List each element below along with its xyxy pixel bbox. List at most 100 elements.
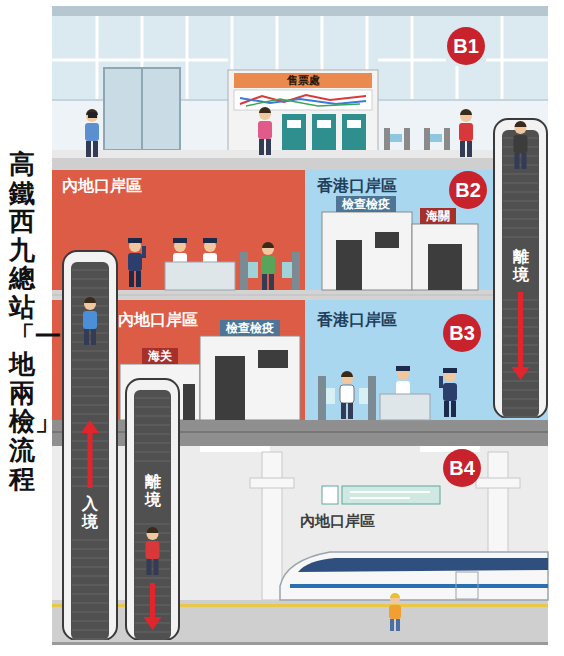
checkpoint-building — [375, 232, 399, 248]
title-column: 高鐵西九總站「一地兩檢」流程 — [9, 150, 35, 493]
escalator-step — [72, 549, 108, 550]
fare-gates — [384, 128, 390, 152]
escalator-step — [72, 612, 108, 613]
checkpoint-building — [322, 212, 478, 290]
floor-slab — [52, 290, 548, 300]
traveller-figure — [262, 242, 274, 248]
traveller-figure — [85, 123, 99, 141]
checkpoint-building — [258, 350, 288, 368]
floor-label: B3 — [449, 323, 475, 343]
fare-gates — [444, 128, 450, 152]
ticket-office — [228, 70, 378, 152]
traveller-figure — [91, 329, 96, 345]
traveller-figure — [460, 110, 472, 122]
zone-heading: 內地口岸區 — [118, 310, 198, 331]
traveller-figure — [146, 541, 160, 559]
escalator-step — [72, 621, 108, 622]
escalator-belt — [71, 262, 109, 640]
direction-arrow — [512, 367, 530, 380]
escalator-shape — [62, 250, 118, 640]
child-figure — [389, 605, 401, 619]
inspection-desk — [380, 394, 430, 420]
fare-gates — [424, 128, 430, 152]
traveller-figure — [515, 122, 527, 134]
checkpoint-building — [120, 336, 300, 420]
checkpoint-building — [120, 364, 200, 420]
direction-arrow — [512, 292, 530, 380]
escalator-step — [72, 558, 108, 559]
escalator-step — [135, 407, 170, 408]
inspection-desk — [165, 262, 235, 290]
floor-slab — [52, 158, 548, 170]
b1-glass-hall — [378, 59, 446, 62]
checkpoint-building — [428, 244, 462, 290]
floor-label: B4 — [449, 458, 475, 478]
traveller-figure — [86, 141, 91, 157]
b1-glass-hall — [501, 16, 504, 100]
escalator-step — [72, 630, 108, 631]
child-figure — [390, 619, 394, 631]
b1-glass-hall — [411, 16, 414, 100]
escalator-step — [503, 183, 538, 184]
b1-glass-hall — [486, 59, 548, 62]
traveller-figure — [340, 371, 354, 419]
escalator-step — [135, 569, 170, 570]
zone-heading: 香港口岸區 — [317, 176, 397, 197]
officer-figure — [173, 238, 187, 243]
escalator-step — [135, 398, 170, 399]
escalator-step — [135, 632, 170, 633]
direction-arrow — [518, 292, 523, 370]
officer-figure — [128, 238, 146, 287]
sign-text: 海关 — [148, 350, 172, 362]
checkpoint-building — [336, 240, 362, 290]
officer-figure — [128, 238, 142, 243]
fare-gates — [430, 134, 442, 142]
escalator-step — [72, 603, 108, 604]
b4-platform — [250, 478, 294, 488]
b4-platform — [322, 486, 338, 504]
traveller-figure — [84, 329, 89, 345]
high-speed-train — [280, 552, 548, 600]
b4-platform — [350, 497, 410, 499]
traveller-figure — [84, 297, 96, 303]
escalator-step — [72, 342, 108, 343]
direction-label: 入境 — [82, 495, 98, 530]
traveller-figure — [258, 107, 272, 155]
escalator-step — [135, 578, 170, 579]
officer-figure — [443, 383, 457, 401]
traveller-figure — [84, 298, 96, 310]
escalator-step — [72, 396, 108, 397]
ticket-office — [312, 114, 336, 152]
floor-slab — [52, 295, 548, 296]
traveller-figure — [147, 527, 159, 533]
fare-gates — [404, 128, 410, 152]
b1-glass-hall — [104, 68, 180, 150]
escalator-step — [503, 210, 538, 211]
sign-text: 檢查檢疫 — [226, 322, 274, 334]
traveller-figure — [86, 110, 98, 122]
traveller-figure — [269, 274, 274, 290]
floor-label: B2 — [455, 180, 481, 200]
escalator: 入境 — [62, 250, 118, 640]
escalator-step — [503, 408, 538, 409]
checkpoint-sign: 檢查檢疫 — [220, 320, 280, 336]
escalator-step — [72, 378, 108, 379]
escalator-step — [503, 174, 538, 175]
escalator-balustrade — [126, 379, 179, 640]
e-channel-gates — [359, 388, 368, 404]
escalator-step — [72, 567, 108, 568]
floor-badge: B3 — [443, 314, 481, 352]
escalator-step — [503, 219, 538, 220]
officer-figure — [443, 368, 457, 373]
high-speed-train — [456, 572, 478, 599]
escalator-belt — [134, 390, 171, 640]
diagram-title: 高鐵西九總站「一地兩檢」流程 — [9, 150, 35, 493]
b1-glass-hall — [321, 16, 324, 70]
traveller-figure — [154, 559, 159, 575]
escalator-step — [72, 639, 108, 640]
direction-arrow — [81, 420, 99, 433]
escalator-step — [72, 594, 108, 595]
b1-glass-hall — [96, 16, 99, 100]
checkpoint-building — [412, 224, 478, 290]
floor-badge: B1 — [447, 27, 485, 65]
